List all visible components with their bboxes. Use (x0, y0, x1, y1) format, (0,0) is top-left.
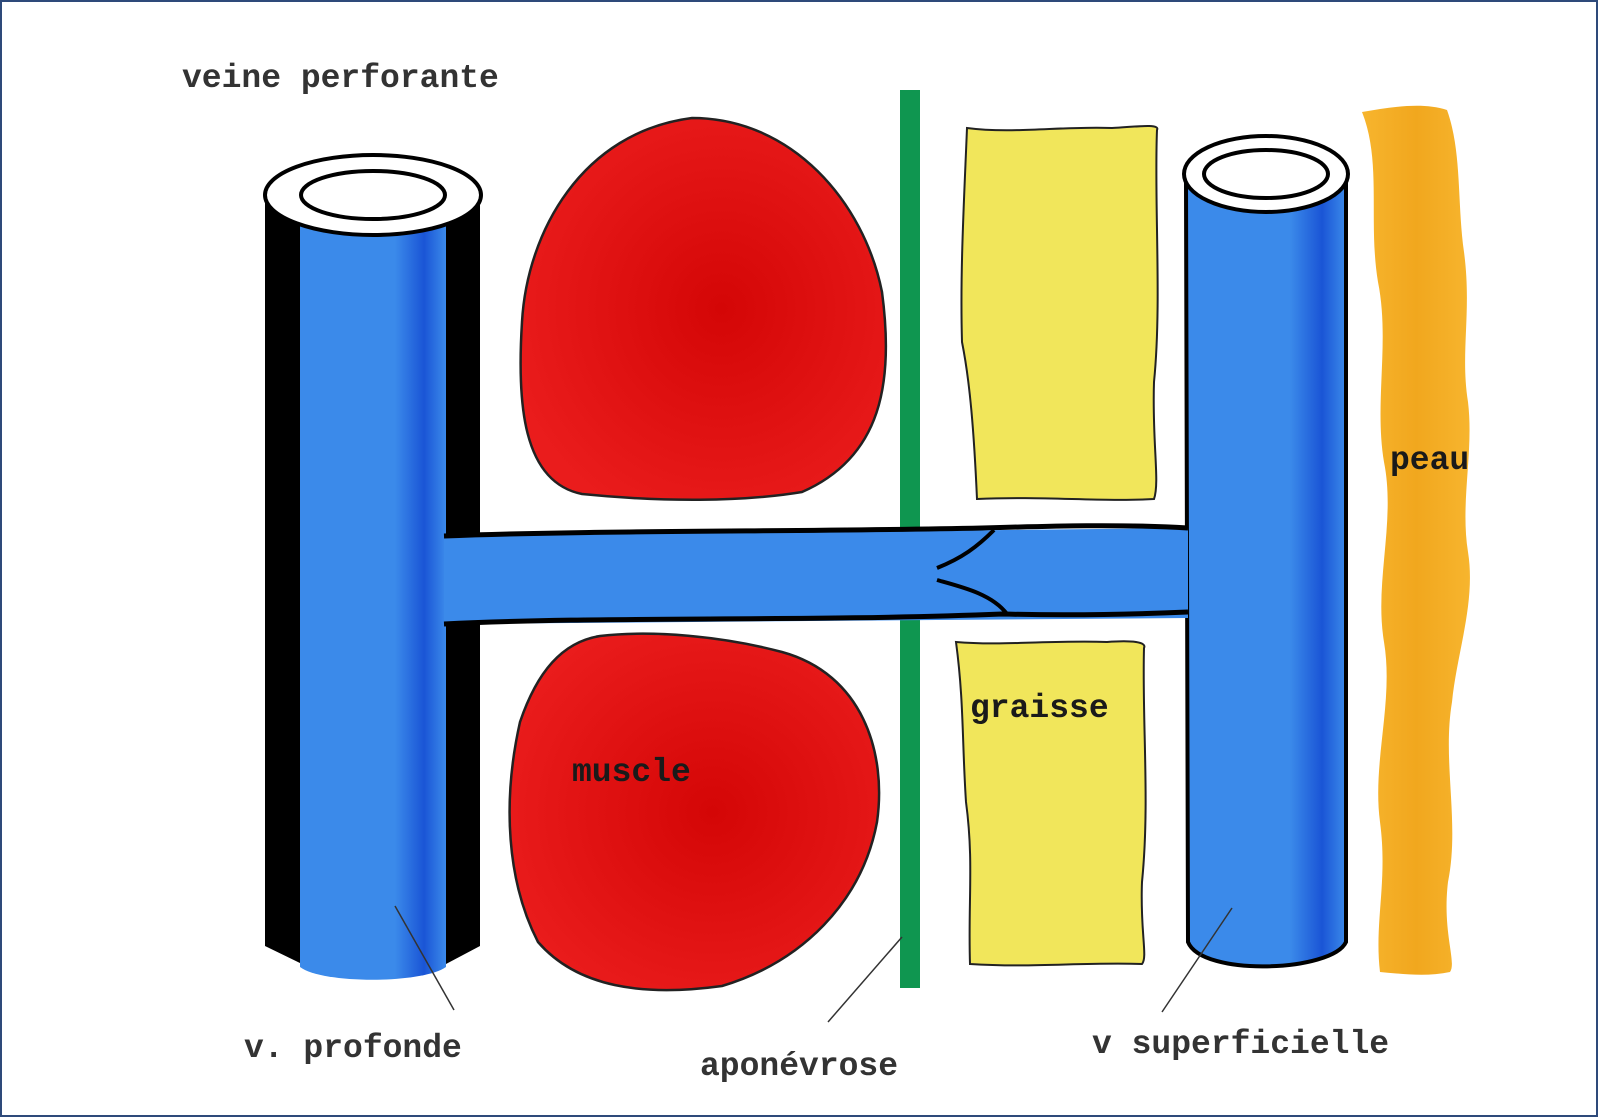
skin-layer (1362, 105, 1470, 975)
label-fat: graisse (970, 690, 1109, 727)
valve-cusp-upper (936, 528, 996, 570)
pointer-superficial-vein (1161, 907, 1233, 1013)
valve-cusp-lower (936, 578, 1009, 616)
fat-block-lower (954, 640, 1147, 967)
label-deep-vein: v. profonde (244, 1030, 462, 1067)
perforating-vein (444, 528, 1188, 624)
label-skin: peau (1390, 442, 1470, 479)
deep-vein-body (300, 222, 446, 980)
label-superficial-vein: v superficielle (1092, 1026, 1390, 1063)
pointer-deep-vein (394, 905, 455, 1011)
deep-vein-shadow (265, 198, 302, 964)
muscle-upper (519, 116, 888, 502)
pointer-fascia (827, 936, 903, 1023)
fat-block-upper (960, 125, 1159, 501)
muscle-lower (508, 632, 881, 992)
label-muscle: muscle (572, 754, 691, 791)
deep-vein-lumen (299, 169, 447, 221)
perforating-vein-top-edge (443, 523, 1189, 539)
label-fascia: aponévrose (700, 1048, 899, 1085)
superficial-vein-body (1183, 180, 1348, 969)
superficial-vein-lumen (1202, 148, 1330, 200)
label-perforating-vein: veine perforante (182, 60, 499, 97)
perforating-vein-bottom-edge (443, 609, 1189, 627)
